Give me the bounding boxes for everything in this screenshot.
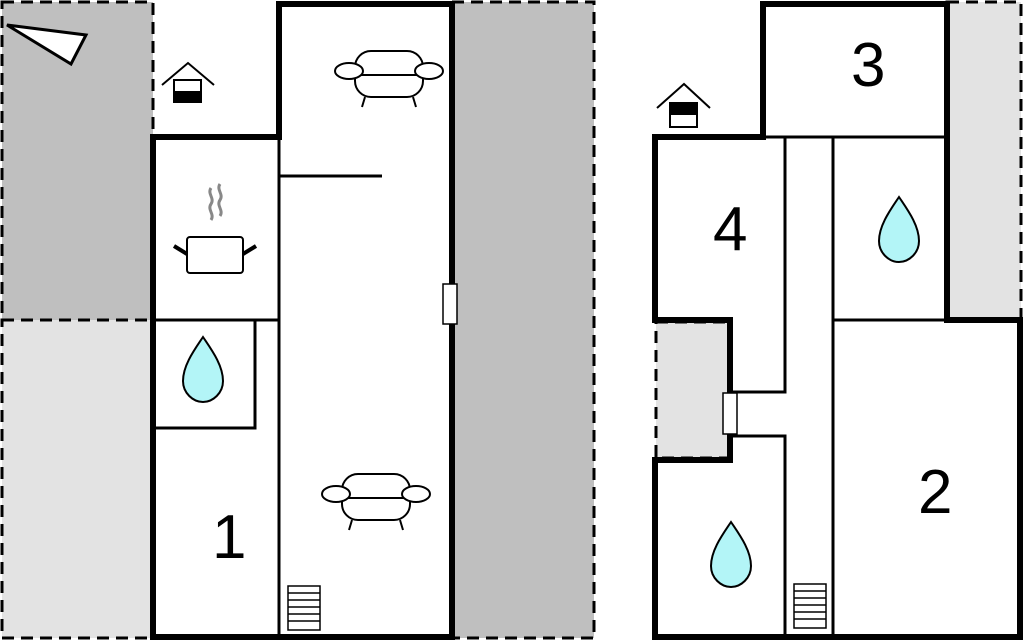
exterior-walls	[652, 1, 1023, 640]
ground-floor-plan: 1	[0, 0, 596, 640]
kitchen-pot-icon	[172, 183, 258, 274]
compass-icon	[6, 23, 89, 67]
room-label-4: 4	[713, 195, 747, 264]
terrace-right	[450, 0, 596, 640]
stairs-icon	[287, 585, 321, 631]
room-label-1: 1	[212, 503, 246, 572]
room-label-2: 2	[918, 458, 952, 527]
stairs-icon	[793, 583, 827, 629]
terrace-dark	[0, 0, 155, 322]
window-icon	[722, 392, 738, 435]
upper-floor-plan: 3 4 2	[652, 0, 1023, 640]
room-label-3: 3	[851, 31, 885, 100]
interior-walls	[733, 135, 947, 637]
terrace-light	[0, 318, 155, 640]
entrance-icon	[161, 61, 215, 103]
interior-walls	[153, 137, 382, 637]
entrance-icon	[656, 82, 711, 128]
terrace-right	[945, 0, 1023, 322]
window-icon	[442, 283, 458, 325]
terrace-notch	[654, 320, 732, 460]
